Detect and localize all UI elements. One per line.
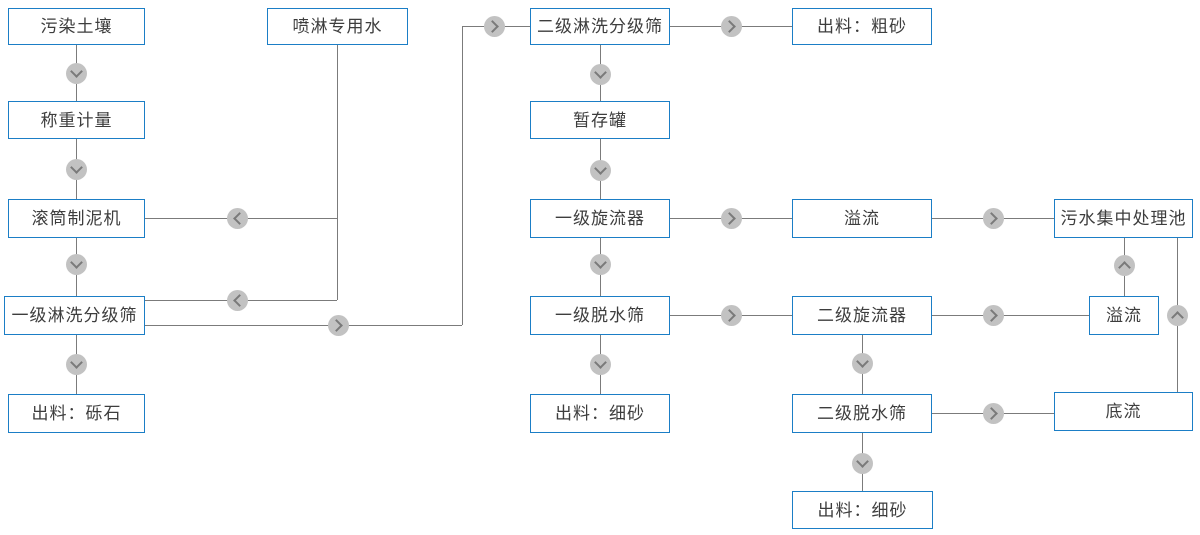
edge-line-vertical <box>337 45 338 300</box>
node-overflow-1[interactable]: 溢流 <box>792 199 932 238</box>
chevron-down-icon <box>589 353 611 375</box>
chevron-up-icon <box>1166 304 1188 326</box>
node-label: 滚筒制泥机 <box>31 209 122 228</box>
node-label: 一级淋洗分级筛 <box>11 306 138 325</box>
node-secondary-cyclone[interactable]: 二级旋流器 <box>792 296 932 335</box>
chevron-right-icon <box>483 15 505 37</box>
chevron-left-icon <box>226 289 248 311</box>
chevron-down-icon <box>851 352 873 374</box>
node-output-gravel[interactable]: 出料：砾石 <box>8 394 145 433</box>
node-output-fine-sand-1[interactable]: 出料：细砂 <box>530 394 670 433</box>
node-label: 污水集中处理池 <box>1060 209 1187 228</box>
node-label: 二级淋洗分级筛 <box>537 17 663 36</box>
node-primary-washing-screen[interactable]: 一级淋洗分级筛 <box>4 296 145 335</box>
node-secondary-washing-screen[interactable]: 二级淋洗分级筛 <box>530 8 670 45</box>
node-label: 二级旋流器 <box>817 306 907 325</box>
node-output-coarse-sand[interactable]: 出料：粗砂 <box>792 8 932 45</box>
chevron-up-icon <box>1113 254 1135 276</box>
node-label: 暂存罐 <box>573 110 627 130</box>
chevron-right-icon <box>982 304 1004 326</box>
edge-line-horizontal <box>145 325 462 326</box>
chevron-left-icon <box>226 207 248 229</box>
node-label: 二级脱水筛 <box>817 404 907 423</box>
node-label: 出料：细砂 <box>817 500 908 520</box>
chevron-right-icon <box>982 402 1004 424</box>
node-label: 溢流 <box>844 209 880 228</box>
node-label: 污染土壤 <box>40 17 113 36</box>
node-label: 一级旋流器 <box>555 209 645 228</box>
node-contaminated-soil[interactable]: 污染土壤 <box>8 8 145 45</box>
node-primary-dewatering-screen[interactable]: 一级脱水筛 <box>530 296 670 335</box>
node-underflow[interactable]: 底流 <box>1054 392 1193 431</box>
node-output-fine-sand-2[interactable]: 出料：细砂 <box>792 491 933 529</box>
edge-line-horizontal <box>932 315 1089 316</box>
node-weighing[interactable]: 称重计量 <box>8 101 145 139</box>
node-label: 称重计量 <box>40 110 113 130</box>
node-overflow-2[interactable]: 溢流 <box>1089 296 1159 335</box>
chevron-right-icon <box>982 207 1004 229</box>
chevron-right-icon <box>720 15 742 37</box>
chevron-right-icon <box>720 304 742 326</box>
node-label: 出料：细砂 <box>555 404 645 423</box>
chevron-down-icon <box>65 62 87 84</box>
chevron-down-icon <box>589 159 611 181</box>
node-buffer-tank[interactable]: 暂存罐 <box>530 101 670 139</box>
node-drum-mud-maker[interactable]: 滚筒制泥机 <box>8 199 145 238</box>
chevron-down-icon <box>589 63 611 85</box>
node-label: 出料：砾石 <box>31 404 122 423</box>
node-label: 溢流 <box>1106 306 1142 325</box>
node-label: 出料：粗砂 <box>817 17 907 36</box>
chevron-down-icon <box>65 253 87 275</box>
chevron-right-icon <box>720 207 742 229</box>
node-label: 底流 <box>1105 402 1142 421</box>
edge-line-vertical <box>462 26 463 325</box>
node-wastewater-treatment-pool[interactable]: 污水集中处理池 <box>1054 199 1193 238</box>
chevron-down-icon <box>65 353 87 375</box>
chevron-down-icon <box>589 253 611 275</box>
node-primary-cyclone[interactable]: 一级旋流器 <box>530 199 670 238</box>
chevron-down-icon <box>65 158 87 180</box>
node-label: 喷淋专用水 <box>292 17 383 36</box>
node-spray-water[interactable]: 喷淋专用水 <box>267 8 408 45</box>
node-secondary-dewatering-screen[interactable]: 二级脱水筛 <box>792 394 932 433</box>
chevron-right-icon <box>327 314 349 336</box>
chevron-down-icon <box>851 452 873 474</box>
node-label: 一级脱水筛 <box>555 306 645 325</box>
